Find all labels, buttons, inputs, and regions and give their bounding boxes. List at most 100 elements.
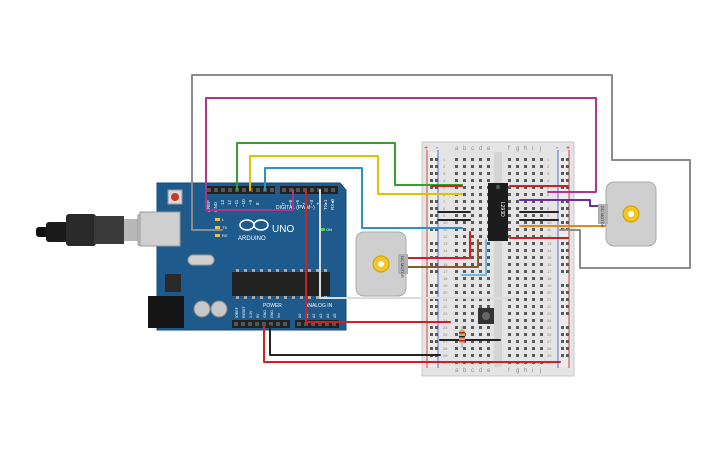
label-gnd-1: GND	[263, 310, 267, 318]
row-number: 10	[547, 220, 552, 225]
label-aref: AREF	[206, 200, 211, 212]
wire-black-gnd[interactable]	[269, 325, 441, 356]
label-pin-4: 4	[302, 202, 307, 205]
col-h-top: h	[524, 146, 527, 152]
col-d-bottom: d	[479, 368, 482, 374]
col-j-top: j	[539, 146, 541, 152]
wire-magenta[interactable]	[205, 97, 597, 211]
row-number: 16	[443, 262, 448, 267]
col-d-top: d	[479, 146, 482, 152]
wire-red-motor-left[interactable]	[407, 231, 471, 259]
power-header[interactable]	[232, 320, 290, 328]
label-a0: A0	[298, 314, 302, 318]
row-number: 29	[443, 353, 448, 358]
row-number: 13	[443, 241, 448, 246]
crystal	[187, 254, 215, 266]
capacitor-1	[193, 300, 211, 318]
col-j-bottom: j	[539, 368, 541, 374]
digital-header-right[interactable]	[280, 186, 338, 194]
led-tx	[215, 226, 220, 229]
row-number: 11	[443, 227, 448, 232]
wire-yellow[interactable]	[249, 155, 463, 195]
label-3v3: 3.3V	[249, 310, 253, 318]
label-pin-2: 2	[316, 202, 321, 205]
row-number: 12	[443, 234, 448, 239]
row-number: 18	[443, 276, 448, 281]
row-number: 17	[547, 269, 552, 274]
row-number: 2	[443, 164, 446, 169]
row-number: 22	[547, 304, 552, 309]
label-rx: RX	[222, 233, 228, 238]
label-a5: A5	[333, 314, 337, 318]
resistor[interactable]	[459, 326, 465, 348]
col-f-top: f	[508, 146, 510, 152]
col-i-bottom: i	[532, 368, 533, 374]
label-pin-5: ~5	[295, 199, 300, 205]
label-pin-7: 7	[281, 202, 286, 205]
motor-right-label: DC MOTOR	[600, 206, 605, 228]
label-pin-8: 8	[255, 202, 260, 205]
l293d-chip[interactable]: L293D	[488, 183, 508, 241]
row-number: 6	[547, 192, 550, 197]
row-number: 4	[547, 178, 550, 183]
wire-gray[interactable]	[191, 74, 691, 269]
wire-red-gnd[interactable]	[263, 325, 561, 363]
row-number: 5	[547, 185, 550, 190]
rail-plus-top-right: +	[566, 145, 570, 152]
dc-barrel-jack[interactable]	[148, 296, 184, 328]
wire-green[interactable]	[236, 142, 463, 191]
push-button[interactable]	[478, 308, 494, 324]
label-l: L	[222, 217, 225, 222]
analog-header[interactable]	[295, 320, 339, 328]
row-number: 29	[547, 353, 552, 358]
row-number: 1	[547, 157, 550, 162]
dc-motor-right[interactable]: DC MOTOR	[598, 181, 657, 247]
label-pin-6: ~6	[288, 199, 293, 205]
col-g-top: g	[516, 146, 519, 152]
label-gnd-top: GND	[213, 201, 218, 212]
col-i-top: i	[532, 146, 533, 152]
row-number: 26	[443, 332, 448, 337]
row-number: 22	[443, 304, 448, 309]
row-number: 8	[547, 206, 550, 211]
row-number: 1	[443, 157, 446, 162]
wire-white[interactable]	[319, 189, 516, 299]
col-e-top: e	[487, 146, 491, 152]
wire-blue[interactable]	[264, 167, 463, 229]
label-ioref: IOREF	[235, 306, 239, 318]
label-vin: Vin	[277, 313, 281, 318]
label-pin-tx1: TX▸1	[323, 199, 328, 210]
arduino-uno-board[interactable]: AREF GND 13 12 ~11 ~10 ~9 8 7 ~6 ~5 4 ~3…	[139, 182, 347, 331]
label-a3: A3	[319, 314, 323, 318]
wire-cyan-left[interactable]	[461, 239, 487, 276]
col-b-top: b	[463, 146, 467, 152]
row-number: 19	[443, 283, 448, 288]
row-number: 25	[547, 325, 552, 330]
label-pin-9: ~9	[248, 199, 253, 205]
row-number: 7	[547, 199, 550, 204]
col-h-bottom: h	[524, 368, 527, 374]
led-rx	[215, 234, 220, 237]
voltage-regulator	[165, 274, 181, 292]
row-number: 4	[443, 178, 446, 183]
col-g-bottom: g	[516, 368, 519, 374]
digital-header-left[interactable]	[205, 186, 275, 194]
col-e-bottom: e	[487, 368, 491, 374]
rail-plus-top-left: +	[424, 145, 428, 152]
col-a-top: a	[455, 146, 459, 152]
label-analog-in: ANALOG IN	[305, 303, 333, 309]
label-power: POWER	[263, 303, 282, 309]
row-number: 23	[443, 311, 448, 316]
label-reset: RESET	[242, 305, 246, 318]
row-number: 9	[443, 213, 446, 218]
label-pin-3: ~3	[309, 199, 314, 205]
wire-brown-motor-left[interactable]	[407, 239, 479, 268]
col-f-bottom: f	[508, 368, 510, 374]
row-number: 21	[443, 297, 448, 302]
row-number: 23	[547, 311, 552, 316]
dc-motor-left[interactable]: DC MOTOR	[355, 231, 408, 297]
wire-magenta-short[interactable]	[221, 189, 294, 211]
rail-minus-top-left: -	[436, 145, 439, 152]
capacitor-2	[210, 300, 228, 318]
